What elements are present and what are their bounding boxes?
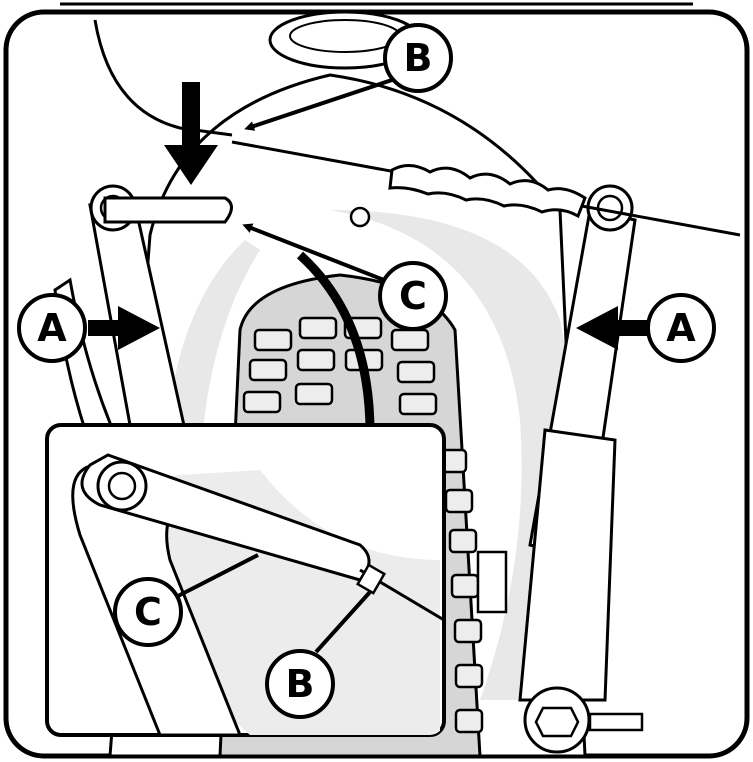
brake-cable-housing xyxy=(93,19,233,137)
callout-a-right: A xyxy=(646,293,716,363)
callout-a-left: A xyxy=(17,293,87,363)
leader-c-top xyxy=(242,223,385,282)
callout-b-inset-label: B xyxy=(286,662,315,706)
down-arrow xyxy=(164,82,218,185)
leader-c-inset xyxy=(177,553,259,598)
right-pivot-inner xyxy=(596,194,624,222)
arrow-a-left xyxy=(88,306,160,350)
mount-bolt-shaft xyxy=(588,712,644,732)
callout-c-top-label: C xyxy=(399,274,427,318)
leader-b-inset xyxy=(314,590,372,654)
callout-b-inset: B xyxy=(265,649,335,719)
inset-noodle xyxy=(80,453,371,582)
inset-pivot-inner xyxy=(107,471,137,501)
tire-tread xyxy=(242,316,484,734)
noodle-lever xyxy=(103,196,233,224)
callout-a-left-label: A xyxy=(37,306,67,350)
inset-cable-end xyxy=(355,563,387,595)
callout-c-inset: C xyxy=(113,577,183,647)
axle-block xyxy=(476,550,508,614)
fender-bolt xyxy=(349,206,371,228)
callout-c-top: C xyxy=(378,261,448,331)
leader-b-top xyxy=(244,78,393,131)
cable-boot xyxy=(388,164,587,219)
inset-shading xyxy=(100,470,440,735)
callout-b-top: B xyxy=(383,23,453,93)
callout-a-right-label: A xyxy=(666,306,696,350)
right-brake-arm-lower xyxy=(518,428,617,702)
arrow-a-right xyxy=(576,306,648,350)
mount-bolt-nut xyxy=(534,706,580,738)
callout-b-top-label: B xyxy=(404,36,433,80)
fender-shading xyxy=(330,210,580,700)
callout-c-inset-label: C xyxy=(134,590,162,634)
